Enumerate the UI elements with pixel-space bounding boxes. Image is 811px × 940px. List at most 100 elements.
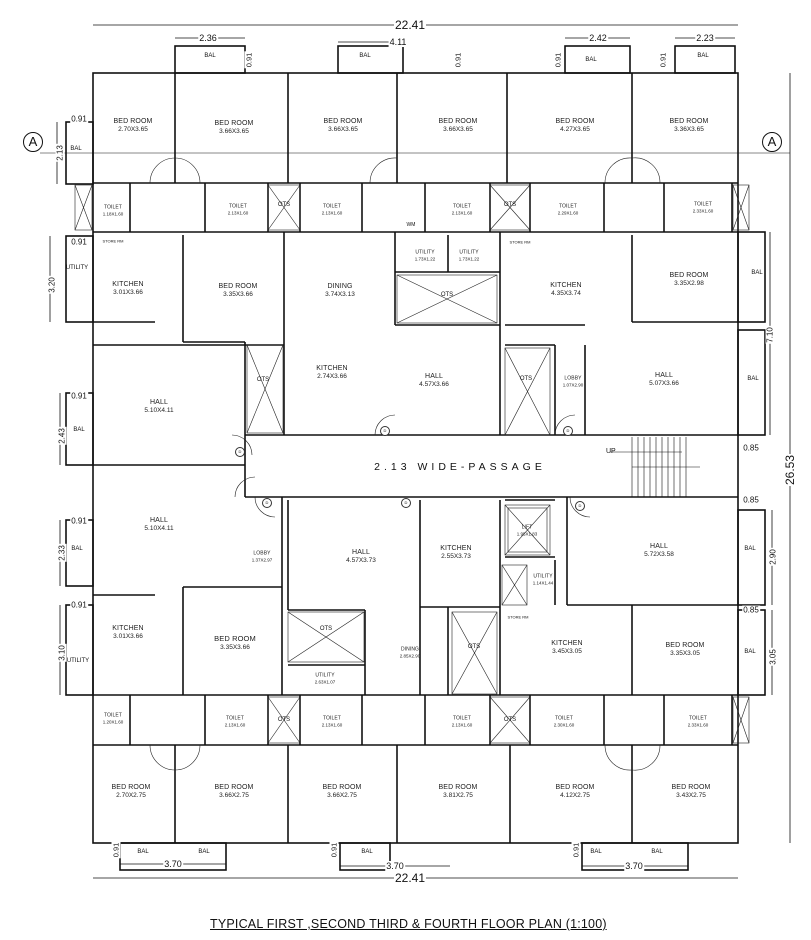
- door-icon: D: [262, 498, 272, 508]
- dim-bottom-balcony-2: 3.70: [385, 861, 405, 871]
- door-icon: D: [401, 498, 411, 508]
- balcony-label: BAL: [744, 546, 756, 552]
- ots-label: OTS: [277, 717, 291, 723]
- door-icon: D: [575, 501, 585, 511]
- dim-left-3: 0.91: [70, 237, 88, 247]
- dim-right-3: 0.85: [742, 495, 760, 505]
- dim-bottom-balcony-depth-3: 0.91: [571, 841, 581, 859]
- balcony-label: BAL: [71, 546, 83, 552]
- dim-left-1: 0.91: [70, 114, 88, 124]
- dim-top-balcony-1: 2.36: [198, 33, 218, 43]
- balcony-label: BAL: [359, 53, 371, 59]
- dim-left-6: 2.43: [57, 427, 67, 445]
- dim-overall-width-bottom: 22.41: [393, 871, 427, 885]
- dim-overall-width-top: 22.41: [393, 18, 427, 32]
- ots-label: OTS: [467, 644, 481, 650]
- balcony-label: BAL: [361, 849, 373, 855]
- dim-top-balcony-4: 2.23: [695, 33, 715, 43]
- balcony-label: BAL: [137, 849, 149, 855]
- axis-marker-left: A: [23, 132, 43, 152]
- passage-label: 2.13 WIDE-PASSAGE: [374, 461, 546, 473]
- dim-bottom-balcony-1: 3.70: [163, 859, 183, 869]
- dim-bottom-balcony-depth-1: 0.91: [111, 841, 121, 859]
- dim-bottom-balcony-depth-2: 0.91: [329, 841, 339, 859]
- store-room-label: STORE RM: [507, 614, 529, 620]
- dim-left-4: 3.20: [47, 276, 57, 294]
- utility-label: UTILITY: [65, 265, 89, 271]
- ots-label: OTS: [519, 376, 533, 382]
- ots-label: OTS: [319, 626, 333, 632]
- dim-overall-height: 26.53: [783, 453, 797, 487]
- balcony-label: BAL: [70, 146, 82, 152]
- ots-label: OTS: [440, 292, 454, 298]
- dim-balcony-depth-2: 0.91: [453, 51, 463, 69]
- door-icon: D: [563, 426, 573, 436]
- balcony-label: BAL: [751, 270, 763, 276]
- dim-left-2: 2.13: [55, 144, 65, 162]
- drawing-title: TYPICAL FIRST ,SECOND THIRD & FOURTH FLO…: [210, 917, 607, 931]
- door-icon: D: [380, 426, 390, 436]
- dim-left-7: 0.91: [70, 516, 88, 526]
- dim-right-2: 0.85: [742, 443, 760, 453]
- dim-left-10: 3.10: [57, 644, 67, 662]
- store-room-label: STORE RM: [509, 239, 531, 245]
- dim-balcony-depth-1: 0.91: [244, 51, 254, 69]
- dim-left-8: 2.33: [57, 544, 67, 562]
- dim-left-5: 0.91: [70, 391, 88, 401]
- dim-right-1: 7.10: [765, 326, 775, 344]
- balcony-label: BAL: [651, 849, 663, 855]
- dim-bottom-balcony-3: 3.70: [624, 861, 644, 871]
- dim-right-5: 0.85: [742, 605, 760, 615]
- balcony-label: BAL: [198, 849, 210, 855]
- washing-machine-label: WM: [406, 222, 416, 228]
- axis-marker-right: A: [762, 132, 782, 152]
- stair-up-label: UP: [606, 448, 616, 455]
- balcony-label: BAL: [73, 427, 85, 433]
- dim-balcony-depth-3: 0.91: [553, 51, 563, 69]
- door-icon: D: [235, 447, 245, 457]
